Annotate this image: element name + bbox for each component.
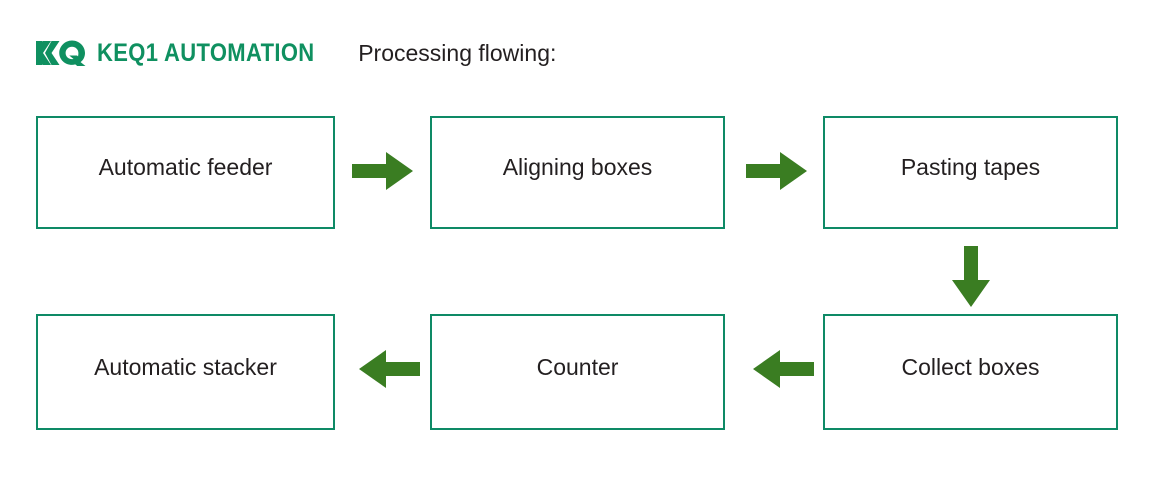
arrow-left-icon [359, 350, 420, 388]
arrow-right-icon [746, 152, 807, 190]
flow-node-automatic-stacker[interactable]: Automatic stacker [36, 314, 335, 430]
page-title: Processing flowing: [358, 39, 557, 66]
flow-node-aligning-boxes[interactable]: Aligning boxes [430, 116, 725, 229]
arrow-left-icon [753, 350, 814, 388]
flow-node-label: Aligning boxes [502, 154, 653, 180]
kq-monogram-logo [36, 40, 86, 66]
flow-node-pasting-tapes[interactable]: Pasting tapes [823, 116, 1118, 229]
flow-node-collect-boxes[interactable]: Collect boxes [823, 314, 1118, 430]
flow-node-label: Collect boxes [901, 354, 1040, 380]
flow-node-counter[interactable]: Counter [430, 314, 725, 430]
brand-name: KEQ1 AUTOMATION [97, 38, 315, 67]
arrow-right-icon [352, 152, 413, 190]
header: KEQ1 AUTOMATION Processing flowing: [36, 36, 556, 70]
arrow-down-icon [952, 246, 990, 307]
flow-node-label: Pasting tapes [900, 154, 1041, 180]
flow-node-automatic-feeder[interactable]: Automatic feeder [36, 116, 335, 229]
flow-node-label: Counter [536, 354, 619, 380]
flow-node-label: Automatic stacker [94, 354, 277, 380]
flow-node-label: Automatic feeder [98, 154, 273, 180]
